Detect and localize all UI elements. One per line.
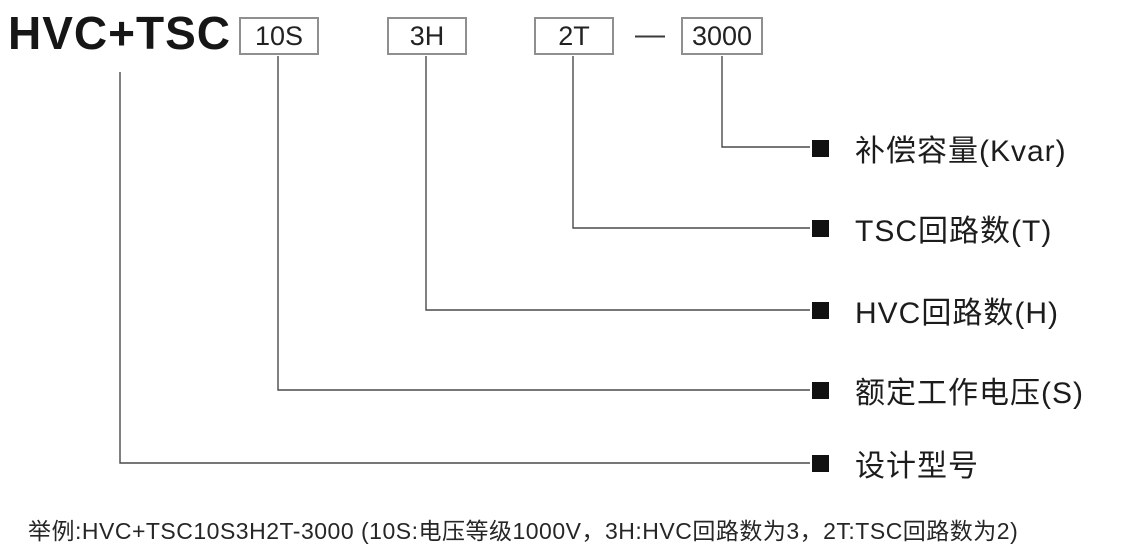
code-box-hvc-circuits: 3H — [387, 17, 467, 55]
code-box-voltage-grade: 10S — [239, 17, 319, 55]
legend-label-hvc-circuits: HVC回路数(H) — [855, 297, 1059, 330]
legend-row-tsc-circuits: TSC回路数(T) — [812, 211, 1052, 248]
bullet-square-icon — [812, 219, 829, 237]
bullet-square-icon — [812, 301, 829, 319]
legend-label-capacity: 补偿容量(Kvar) — [855, 135, 1067, 168]
legend-row-design-model: 设计型号 — [812, 446, 979, 483]
bullet-square-icon — [812, 381, 829, 399]
legend-row-rated-voltage: 额定工作电压(S) — [812, 373, 1084, 410]
bullet-square-icon — [812, 139, 829, 157]
code-box-capacity: 3000 — [681, 17, 763, 55]
dash-separator: — — [635, 18, 665, 51]
model-prefix: HVC+TSC — [8, 7, 231, 59]
legend-label-design-model: 设计型号 — [855, 450, 979, 483]
legend-label-rated-voltage: 额定工作电压(S) — [855, 377, 1084, 410]
legend-row-hvc-circuits: HVC回路数(H) — [812, 293, 1059, 330]
legend-label-tsc-circuits: TSC回路数(T) — [855, 215, 1053, 248]
bullet-square-icon — [812, 454, 829, 472]
code-box-tsc-circuits: 2T — [534, 17, 614, 55]
example-caption: 举例:HVC+TSC10S3H2T-3000 (10S:电压等级1000V，3H… — [28, 518, 1019, 544]
legend-row-capacity: 补偿容量(Kvar) — [812, 131, 1067, 168]
